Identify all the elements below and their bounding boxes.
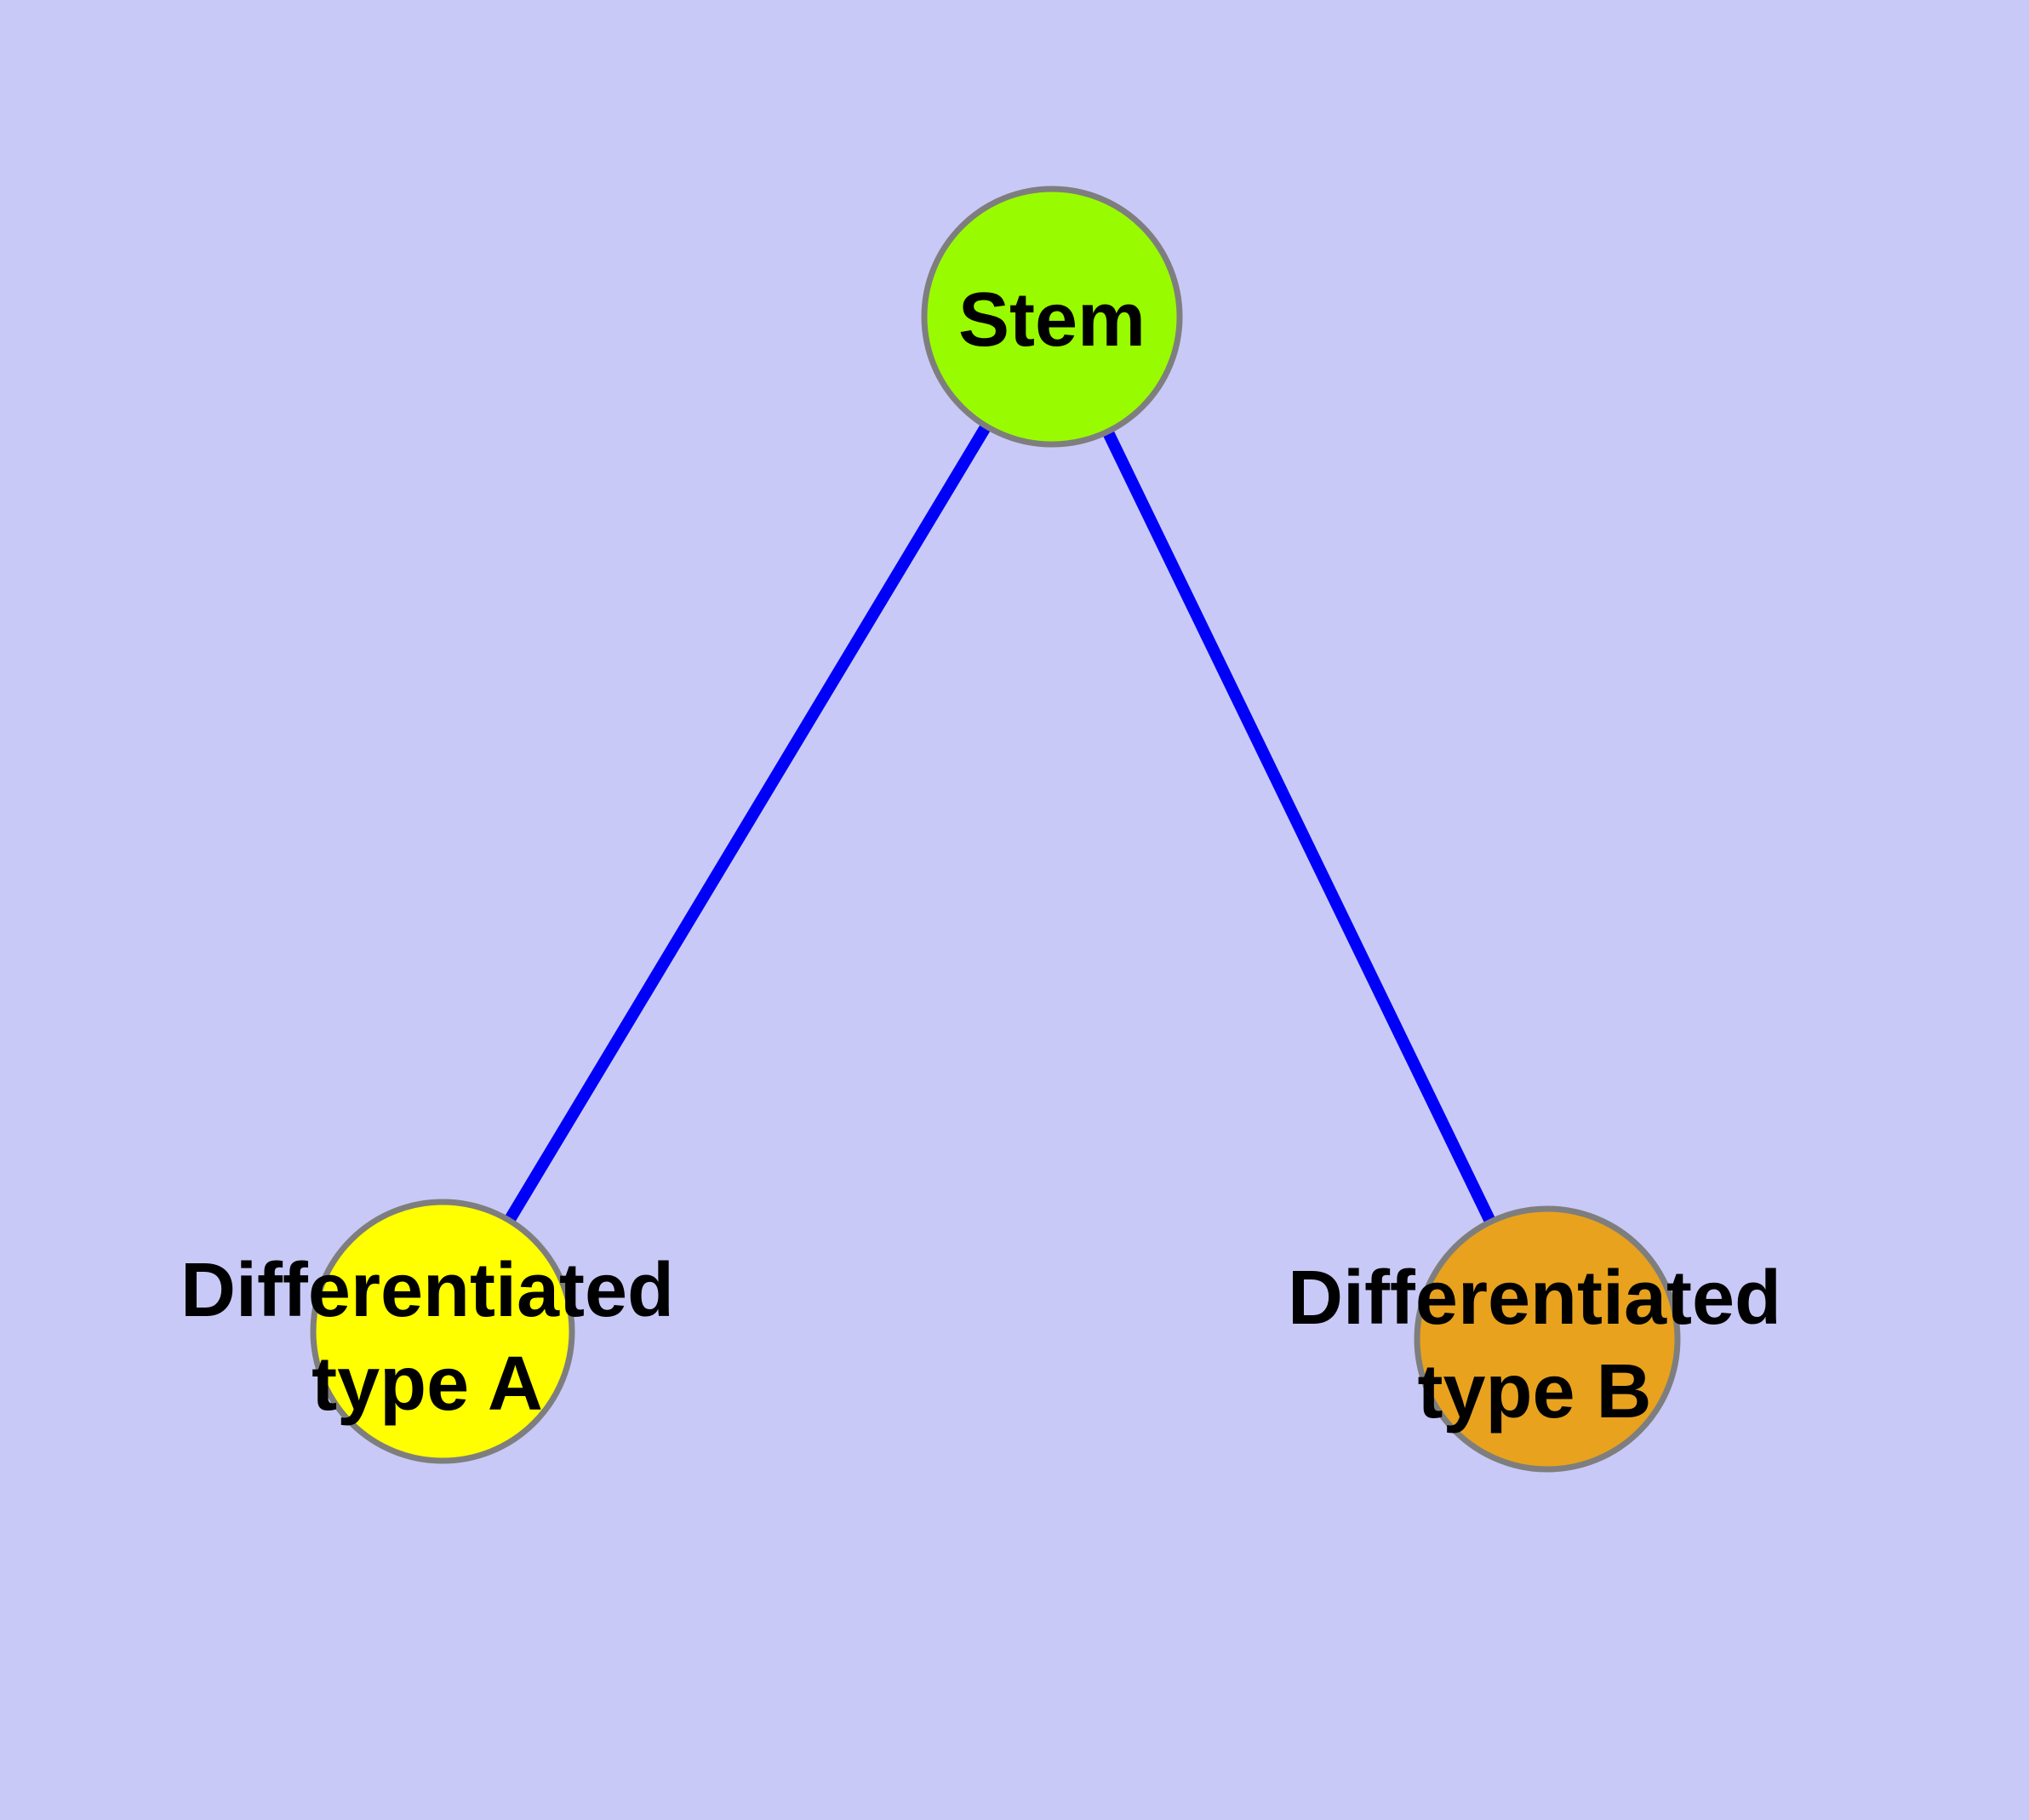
- type-b-node-label-line2: type B: [1417, 1349, 1651, 1434]
- type-a-node-label-line2: type A: [311, 1342, 543, 1427]
- node-stem: Stem: [921, 186, 1183, 448]
- stem-node-circle: [921, 186, 1183, 448]
- type-b-node-circle: [1414, 1205, 1681, 1473]
- node-differentiated-type-b: Differentiated type B: [1288, 1205, 1781, 1473]
- type-b-node-label-line1: Differentiated: [1288, 1256, 1781, 1341]
- stem-node-label: Stem: [958, 278, 1146, 363]
- type-a-node-circle: [310, 1199, 575, 1464]
- type-a-node-label-line1: Differentiated: [180, 1248, 674, 1333]
- edge-stem-to-type-b: [1046, 313, 1553, 1342]
- node-differentiated-type-a: Differentiated type A: [180, 1199, 674, 1464]
- edge-group: [437, 313, 1553, 1342]
- edge-stem-to-type-a: [437, 313, 1058, 1335]
